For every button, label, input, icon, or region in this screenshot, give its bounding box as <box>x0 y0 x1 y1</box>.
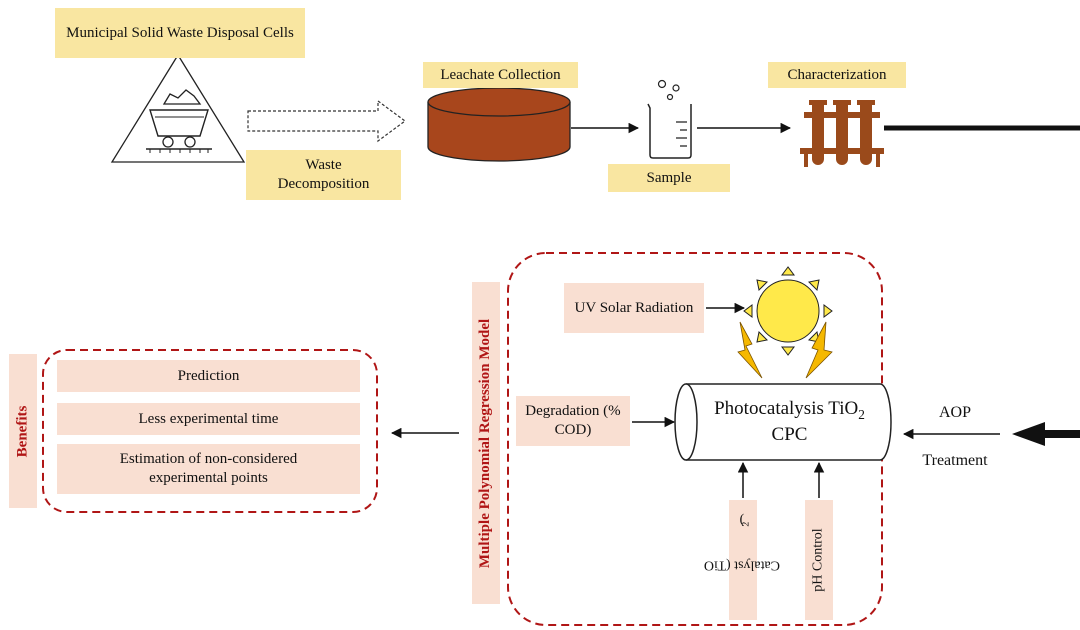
waste-decomposition-label: Waste Decomposition <box>246 150 401 200</box>
disposal-cell-icon <box>110 53 246 163</box>
degradation-label: Degradation (% COD) <box>516 396 630 446</box>
benefit-item: Estimation of non-considered experimenta… <box>57 444 360 494</box>
leachate-tank-icon <box>427 87 571 162</box>
benefit-item: Less experimental time <box>57 403 360 435</box>
beaker-icon <box>647 79 692 159</box>
catalyst-label: Catalyst (TiO2) <box>704 500 780 620</box>
model-container <box>507 252 883 626</box>
decomposition-arrow <box>247 99 407 143</box>
photocatalysis-label: Photocatalysis TiO2 CPC <box>697 397 882 448</box>
cpc-tube-icon <box>674 383 892 461</box>
benefit-item: Prediction <box>57 360 360 392</box>
test-tubes-icon <box>800 100 884 167</box>
disposal-cells-label: Municipal Solid Waste Disposal Cells <box>55 8 305 58</box>
benefits-container <box>42 349 378 513</box>
model-label: Multiple Polynomial Regression Model <box>472 282 500 604</box>
sample-label: Sample <box>608 164 730 192</box>
ph-control-label: pH Control <box>805 500 833 620</box>
characterization-label: Characterization <box>768 62 906 88</box>
aop-label: AOP <box>938 404 971 421</box>
bolt-right-icon <box>805 321 833 379</box>
thick-return-arrow <box>1012 422 1080 446</box>
leachate-collection-label: Leachate Collection <box>423 62 578 88</box>
sun-icon <box>743 266 833 356</box>
bolt-left-icon <box>737 321 763 379</box>
uv-solar-radiation-label: UV Solar Radiation <box>564 283 704 333</box>
cpc-label: CPC <box>771 424 808 446</box>
benefits-label: Benefits <box>9 354 37 508</box>
treatment-label: Treatment <box>922 452 988 469</box>
